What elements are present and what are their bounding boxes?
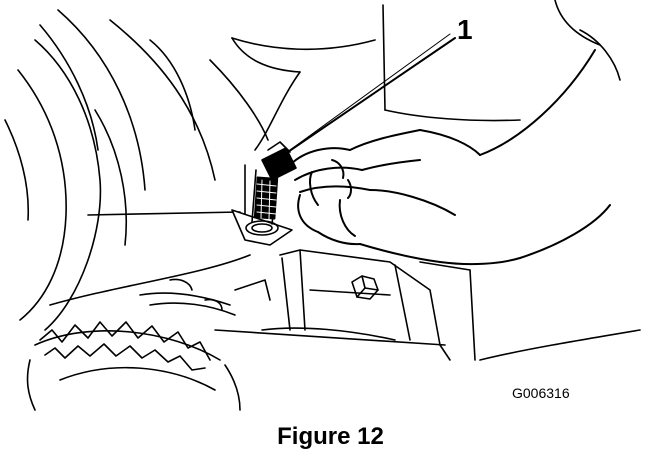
body-panel — [210, 0, 620, 150]
hex-nut — [352, 276, 378, 299]
linkage — [140, 279, 270, 315]
callout-leader-line — [282, 38, 455, 156]
dipstick — [232, 142, 296, 245]
fender-outline — [5, 10, 250, 330]
tire-tread — [28, 322, 240, 410]
callout-number-1: 1 — [457, 14, 473, 45]
engine-block — [215, 165, 640, 360]
figure-caption: Figure 12 — [277, 423, 384, 450]
line-drawing — [0, 0, 661, 420]
hand — [290, 50, 610, 264]
drawing-code: G006316 — [512, 385, 570, 401]
callout-leader-line-2 — [290, 34, 450, 150]
